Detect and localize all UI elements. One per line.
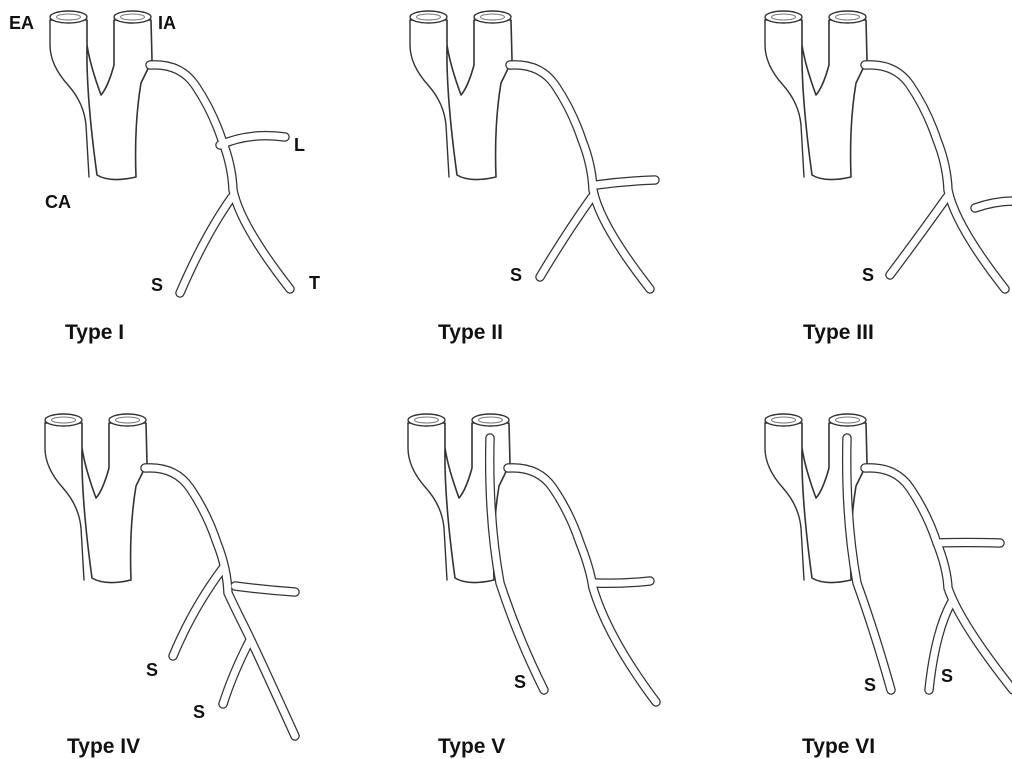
label-s-type4-upper: S [146, 661, 158, 679]
label-l: L [294, 136, 305, 154]
label-s-type4-lower: S [193, 703, 205, 721]
label-ca: CA [45, 193, 71, 211]
label-ea: EA [9, 14, 34, 32]
panel-title-type-1: Type I [65, 322, 124, 343]
panel-type-6 [765, 414, 1012, 690]
panel-title-type-4: Type IV [67, 736, 140, 757]
label-s-type1: S [151, 276, 163, 294]
panel-title-type-3: Type III [803, 322, 874, 343]
panel-type-4 [45, 414, 295, 736]
label-t: T [309, 274, 320, 292]
panel-type-1 [50, 11, 290, 293]
panel-title-type-5: Type V [438, 736, 505, 757]
label-s-type6-right: S [941, 667, 953, 685]
label-s-type5: S [514, 673, 526, 691]
label-s-type6-left: S [864, 676, 876, 694]
panel-type-2 [410, 11, 655, 289]
panel-type-3 [765, 11, 1012, 289]
label-s-type3: S [862, 266, 874, 284]
panel-title-type-6: Type VI [802, 736, 875, 757]
label-ia: IA [158, 14, 176, 32]
panel-title-type-2: Type II [438, 322, 503, 343]
panel-type-5 [408, 414, 656, 702]
label-s-type2: S [510, 266, 522, 284]
